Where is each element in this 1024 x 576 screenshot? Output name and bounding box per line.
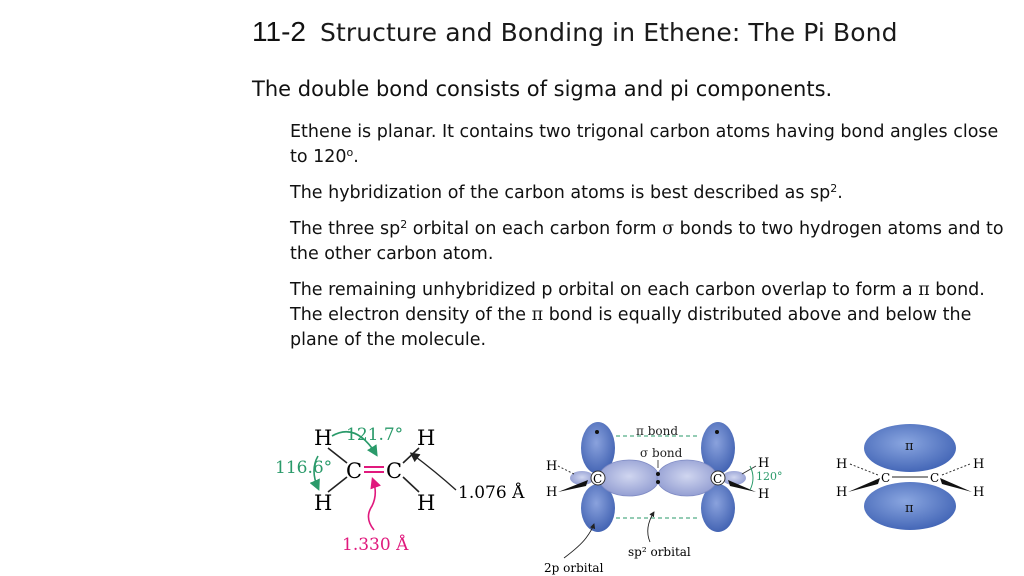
svg-text:C: C (713, 472, 722, 486)
pi-symbol: π (918, 280, 930, 300)
p-orbital-lobe (581, 484, 615, 532)
p-orbital-lobe (701, 422, 735, 474)
pi-label: π (905, 439, 914, 454)
bullet-sigma-bonds: The three sp2 orbital on each carbon for… (290, 218, 1004, 264)
ch-bond (402, 476, 420, 493)
p-orbital-lobe (701, 484, 735, 532)
carbon-atom: C (881, 471, 890, 485)
pi-label: π (905, 501, 914, 516)
cc-bond-length-label: 1.330 Å (342, 534, 409, 555)
wedge-bond (848, 478, 880, 492)
angle-arrow (331, 431, 378, 457)
slide-title: Structure and Bonding in Ethene: The Pi … (319, 18, 898, 47)
p-orbital-lobe (581, 422, 615, 474)
pi-bond-label: π bond (636, 424, 678, 438)
pi-symbol: π (531, 305, 544, 325)
wedge-bond (728, 480, 756, 492)
hydrogen-atom: H (836, 485, 847, 500)
carbon-atom: C (386, 459, 402, 483)
sigma-symbol: σ (662, 219, 675, 239)
hydrogen-atom: H (417, 491, 435, 515)
wedge-bond (558, 480, 588, 492)
sp2-orbital-label: sp² orbital (628, 545, 691, 559)
ch-bond (402, 447, 420, 464)
angle-arrow (309, 455, 320, 491)
angle-hcc-label: 116.6° (275, 458, 332, 478)
hydrogen-atom: H (973, 457, 984, 472)
bullet-hybridization: The hybridization of the carbon atoms is… (290, 182, 843, 203)
ch-bond-length-label: 1.076 Å (458, 482, 525, 503)
carbon-atom (710, 470, 726, 486)
angle-label: 120° (756, 470, 783, 483)
slide-number: 11-2 (252, 16, 306, 47)
carbon-atom: C (930, 471, 939, 485)
hydrogen-atom: H (836, 457, 847, 472)
hydrogen-atom: H (417, 426, 435, 450)
hydrogen-atom: H (758, 487, 769, 502)
ch-bond (327, 447, 348, 464)
ethene-geometry-figure: 121.7° 116.6° H H H H C C 1.330 Å 1.076 … (275, 425, 525, 555)
pi-cloud-upper (864, 424, 956, 472)
bullet-planar: Ethene is planar. It contains two trigon… (290, 122, 999, 167)
slide-header: 11-2 Structure and Bonding in Ethene: The… (252, 16, 898, 48)
bullet-list: Ethene is planar. It contains two trigon… (290, 120, 1010, 364)
sp2-orbital-lobe (598, 459, 660, 497)
p-orbital-label: 2p orbital (544, 561, 604, 575)
bond-length-arrow (409, 452, 457, 491)
ch-bond (327, 476, 348, 493)
bond-length-arrow (367, 476, 381, 531)
carbon-atom (590, 470, 606, 486)
carbon-atom: C (346, 459, 362, 483)
subheading: The double bond consists of sigma and pi… (252, 77, 833, 101)
hydrogen-atom: H (546, 459, 557, 474)
svg-text:C: C (593, 472, 602, 486)
sp2-orbital-lobe (570, 471, 594, 485)
bullet-pi-bond: The remaining unhybridized p orbital on … (290, 280, 985, 350)
hydrogen-atom: H (973, 485, 984, 500)
pi-cloud-figure: π π C C H H H H (836, 424, 984, 530)
sp2-orbital-lobe (722, 471, 746, 485)
hydrogen-atom: H (758, 456, 769, 471)
angle-hch-label: 121.7° (346, 425, 403, 445)
orbital-overlap-figure: C C H H H H 120° π bond σ bond sp² orbit… (544, 422, 783, 575)
hydrogen-atom: H (314, 491, 332, 515)
pi-cloud-lower (864, 482, 956, 530)
sp2-orbital-lobe (656, 459, 718, 497)
hydrogen-atom: H (314, 426, 332, 450)
hydrogen-atom: H (546, 485, 557, 500)
sigma-bond-label: σ bond (640, 446, 683, 460)
wedge-bond (940, 478, 972, 492)
